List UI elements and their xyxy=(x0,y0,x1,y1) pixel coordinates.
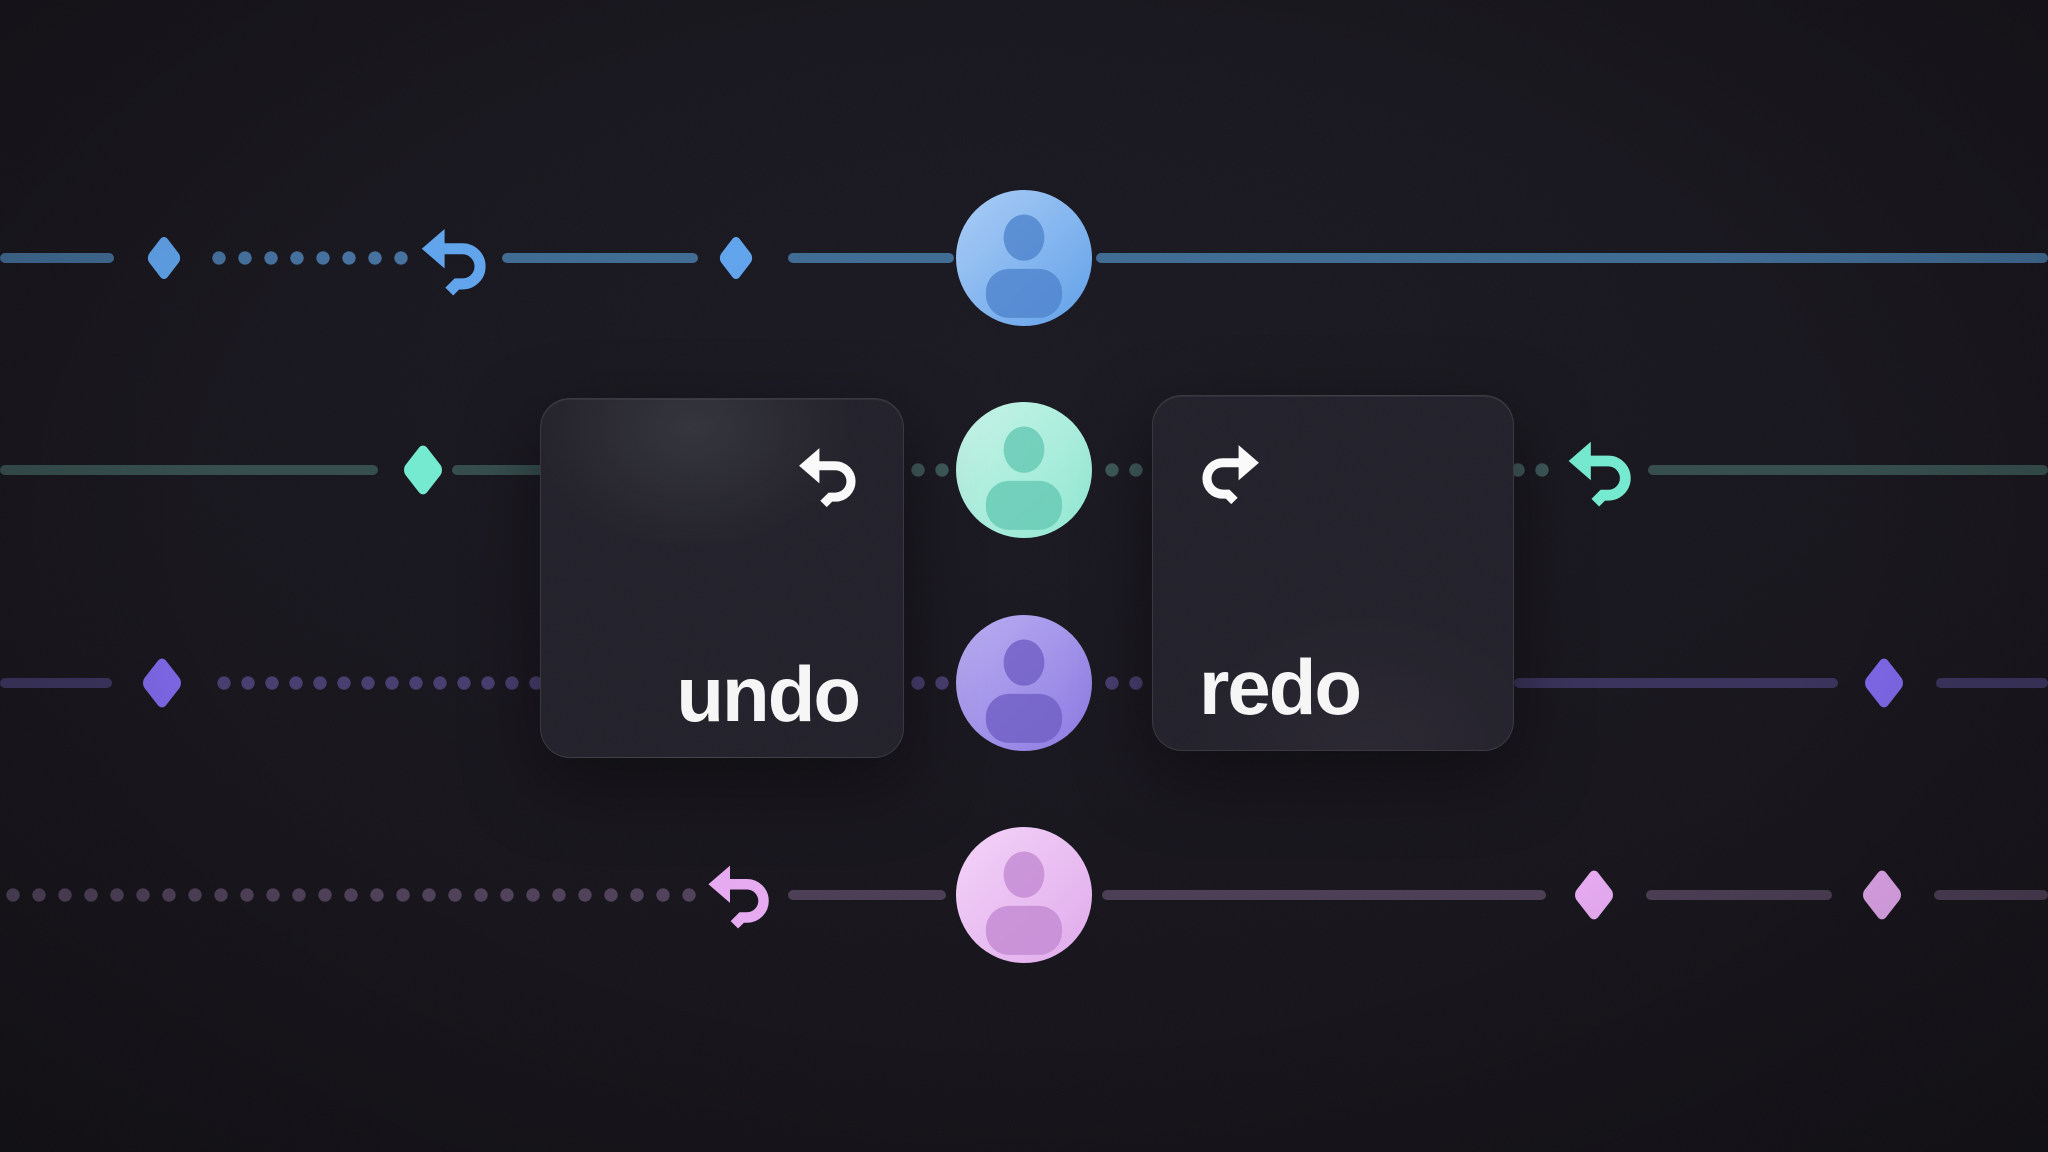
timeline-segment xyxy=(788,890,946,900)
person-icon xyxy=(985,851,1063,955)
diamond-marker xyxy=(1860,867,1904,923)
timeline-segment xyxy=(1646,890,1832,900)
diamond-marker xyxy=(1572,867,1616,923)
redo-arrow-icon xyxy=(1202,445,1259,505)
user-avatar xyxy=(956,827,1092,963)
undo-key[interactable]: undo xyxy=(540,398,904,758)
dotted-segment xyxy=(0,888,702,902)
redo-key[interactable]: redo xyxy=(1152,395,1514,751)
redo-key-label: redo xyxy=(1199,643,1362,731)
undo-key-label: undo xyxy=(676,650,861,738)
timeline-segment xyxy=(1102,890,1546,900)
undo-arrow-icon xyxy=(799,448,856,508)
undo-arrow-icon xyxy=(708,865,769,929)
timeline-segment xyxy=(1934,890,2048,900)
